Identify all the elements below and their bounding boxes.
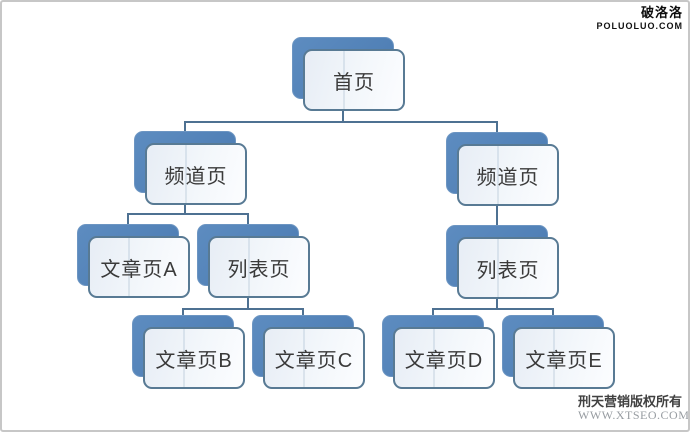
watermark-copyright-text: 刑天营销版权所有 [578,394,683,409]
node-label: 文章页E [525,349,603,372]
node-card: 文章页C [263,327,365,389]
node-label: 首页 [333,71,375,94]
node-card: 文章页A [88,236,190,298]
connector-list-left-down [247,296,249,309]
watermark-site-url: POLUOLUO.COM [596,20,683,31]
node-card: 文章页D [393,327,495,389]
node-label: 文章页C [274,349,354,372]
node-home: 首页 [292,37,405,111]
node-label: 文章页A [100,258,178,281]
node-label: 频道页 [476,166,540,189]
connector-channel-left-down [184,202,186,214]
node-list-right: 列表页 [446,225,559,299]
node-article-a: 文章页A [77,224,190,298]
node-card: 列表页 [208,236,310,298]
node-card: 频道页 [145,143,247,205]
node-card: 首页 [303,49,405,111]
connector-level3-right-horizontal [432,308,554,310]
node-label: 列表页 [476,259,540,282]
watermark-site-name: 破洛洛 [640,5,683,20]
watermark-xtseo: 刑天营销版权所有 WWW.XTSEO.COM [578,394,690,423]
watermark-site-url: WWW.XTSEO.COM [578,408,690,423]
node-article-e: 文章页E [502,315,615,389]
node-article-d: 文章页D [382,315,495,389]
connector-level1-horizontal [184,121,498,123]
node-card: 文章页E [513,327,615,389]
node-article-c: 文章页C [252,315,365,389]
node-channel-right: 频道页 [446,132,559,206]
node-label: 文章页B [155,349,233,372]
node-label: 文章页D [404,349,484,372]
watermark-poluoluo: 破洛洛 POLUOLUO.COM [596,5,684,31]
node-card: 列表页 [457,237,559,299]
node-article-b: 文章页B [132,315,245,389]
node-channel-left: 频道页 [134,131,247,205]
connector-list-right-down [496,297,498,309]
node-card: 文章页B [143,327,245,389]
node-card: 频道页 [457,144,559,206]
node-list-left: 列表页 [197,224,310,298]
node-label: 频道页 [164,165,228,188]
connector-channel-right-to-list-right [496,204,498,238]
connector-level2-left-horizontal [127,213,249,215]
node-label: 列表页 [227,258,291,281]
connector-level3-left-horizontal [182,308,304,310]
connector-home-down [342,110,344,122]
